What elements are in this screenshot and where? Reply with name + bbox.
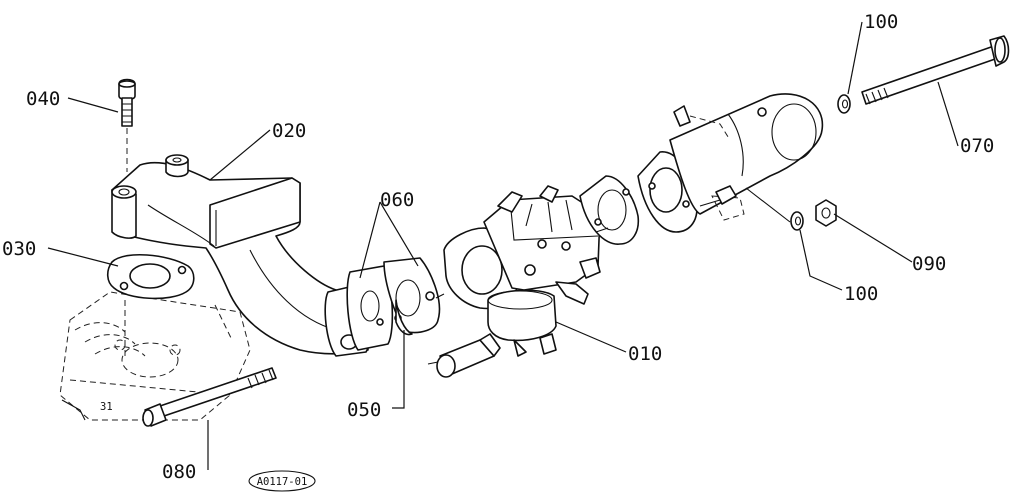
callout-100-upper: 100 <box>864 11 898 33</box>
callout-030: 030 <box>2 238 36 260</box>
assembly-axis-line <box>435 187 791 299</box>
callout-040: 040 <box>26 88 60 110</box>
callout-010: 010 <box>628 343 662 365</box>
callout-100-lower: 100 <box>844 283 878 305</box>
part-040-bolt <box>118 78 136 172</box>
engine-mark: 31 <box>100 401 113 413</box>
part-050-gasket <box>395 299 413 336</box>
part-080-long-bolt <box>142 367 277 427</box>
part-100-washer-upper <box>837 94 851 114</box>
callout-090: 090 <box>912 253 946 275</box>
engine-cylinder-head: 31 <box>59 291 251 421</box>
part-100-washer-lower <box>790 211 804 231</box>
callout-080: 080 <box>162 461 196 483</box>
figure-code-badge: A0117-01 <box>248 470 316 492</box>
callout-020: 020 <box>272 120 306 142</box>
part-070-long-bolt <box>861 35 1010 105</box>
part-010-carburetor <box>427 185 601 378</box>
callout-070: 070 <box>960 135 994 157</box>
leader-lines <box>47 21 959 470</box>
figure-code: A0117-01 <box>257 476 308 488</box>
part-090-nut <box>815 199 837 227</box>
callout-060: 060 <box>380 189 414 211</box>
callout-050: 050 <box>347 399 381 421</box>
part-030-gasket <box>106 253 195 300</box>
air-horn-elbow <box>637 93 824 233</box>
carburetor-gasket <box>579 175 640 245</box>
